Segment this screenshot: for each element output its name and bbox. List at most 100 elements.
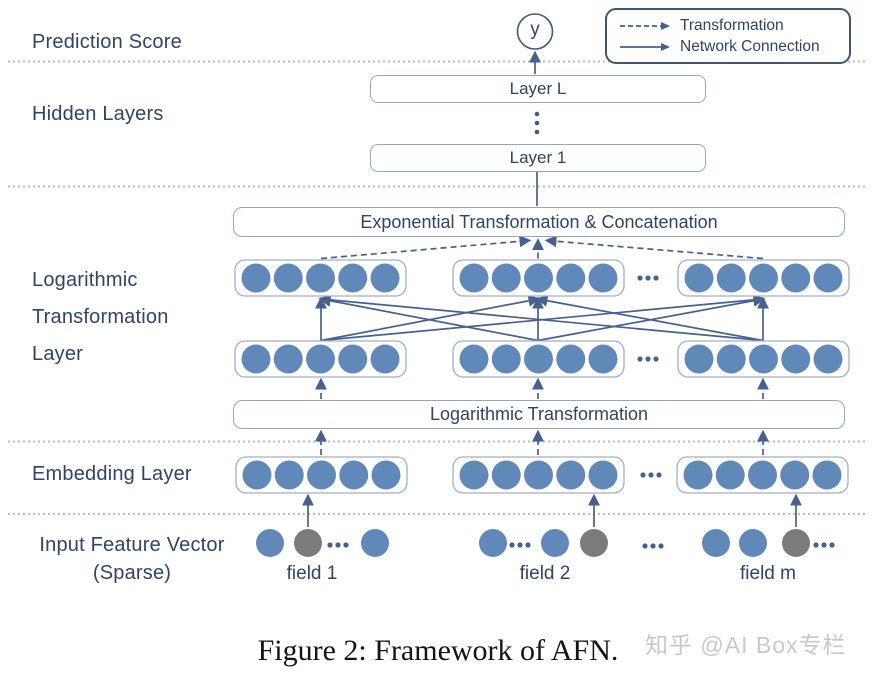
feature-node: [702, 529, 730, 557]
active-feature-node: [782, 529, 810, 557]
ellipsis-dot: [829, 542, 835, 548]
neuron: [524, 344, 553, 374]
neuron: [370, 263, 400, 293]
neuron: [339, 460, 369, 490]
neuron: [588, 344, 618, 374]
neuron: [491, 344, 521, 374]
label-input-line2: (Sparse): [92, 562, 172, 584]
neuron: [684, 263, 714, 293]
legend-label-network-connection: Network Connection: [680, 37, 820, 55]
ellipsis-dot: [525, 542, 531, 548]
ellipsis-dot: [653, 275, 659, 281]
legend-box: Transformation Network Connection: [605, 8, 851, 64]
layer-1-box: Layer 1: [370, 144, 706, 172]
neuron: [781, 263, 811, 293]
label-input-feature-vector: Input Feature Vector (Sparse): [26, 531, 238, 587]
ellipsis-dot: [335, 542, 341, 548]
active-feature-node: [294, 529, 322, 557]
transformation-arrows: [315, 235, 769, 455]
log-layer-output-row: [234, 259, 850, 297]
exponential-transformation-box: Exponential Transformation & Concatenati…: [233, 207, 845, 237]
ellipsis-dot: [509, 542, 515, 548]
label-log-layer-line3: Layer: [32, 343, 84, 365]
neuron: [715, 460, 745, 490]
feature-node: [479, 529, 507, 557]
neuron: [274, 460, 304, 490]
label-log-layer-line2: Transformation: [32, 306, 169, 328]
feature-node: [361, 529, 389, 557]
network-connection-arrows: [302, 50, 802, 527]
neuron: [306, 263, 335, 293]
field-m-label: field m: [740, 563, 796, 584]
field-2-label: field 2: [519, 563, 571, 584]
log-layer-input-row: [234, 340, 850, 378]
neuron: [749, 344, 778, 374]
ellipsis-dot: [813, 542, 819, 548]
neuron: [556, 460, 586, 490]
ellipsis-dot: [642, 543, 648, 549]
field-m-nodes: [702, 529, 835, 557]
feature-node: [541, 529, 569, 557]
neuron: [716, 344, 746, 374]
ellipsis-dot: [650, 543, 656, 549]
ellipsis-dot: [637, 356, 643, 362]
neuron: [242, 460, 272, 490]
neuron: [813, 344, 843, 374]
legend-item-network-connection: Network Connection: [619, 38, 849, 56]
ellipsis-dot: [517, 542, 523, 548]
field-1-nodes: [256, 529, 389, 557]
field-1-label: field 1: [286, 563, 338, 584]
ellipsis-dot: [653, 356, 659, 362]
legend-label-transformation: Transformation: [680, 16, 784, 34]
neuron-rows: [234, 259, 850, 557]
neuron: [556, 344, 586, 374]
neuron: [812, 460, 842, 490]
neuron: [556, 263, 586, 293]
neuron: [370, 344, 400, 374]
label-hidden-layers: Hidden Layers: [32, 103, 164, 125]
ellipsis-dot: [648, 472, 654, 478]
neuron: [307, 460, 336, 490]
neuron: [459, 263, 489, 293]
ellipsis-dot: [327, 542, 333, 548]
watermark: 知乎 @AI Box专栏: [645, 632, 847, 658]
neuron: [273, 263, 303, 293]
ellipsis-dot: [640, 472, 646, 478]
neuron: [588, 460, 618, 490]
ellipsis-dot: [637, 275, 643, 281]
neuron: [241, 263, 271, 293]
label-input-line1: Input Feature Vector: [39, 534, 225, 556]
layer-L-box: Layer L: [370, 75, 706, 103]
neuron: [780, 460, 810, 490]
neuron: [683, 460, 713, 490]
output-node-circle: [516, 13, 554, 50]
ellipsis-dot: [645, 275, 651, 281]
neuron: [491, 263, 521, 293]
neuron: [716, 263, 746, 293]
label-prediction-score: Prediction Score: [32, 31, 182, 53]
neuron: [338, 263, 368, 293]
field-2-nodes: [479, 529, 608, 557]
output-node-label: y: [530, 19, 540, 40]
solid-arrow-icon: [620, 42, 670, 51]
neuron: [588, 263, 618, 293]
dashed-arrow-icon: [620, 21, 670, 30]
label-embedding-layer: Embedding Layer: [32, 463, 192, 485]
ellipsis-dot: [645, 356, 651, 362]
figure-caption: Figure 2: Framework of AFN.: [257, 634, 619, 667]
legend-item-transformation: Transformation: [619, 17, 849, 35]
neuron: [684, 344, 714, 374]
neuron: [371, 460, 401, 490]
neuron: [273, 344, 303, 374]
neuron: [306, 344, 335, 374]
neuron: [459, 344, 489, 374]
hidden-layers-ellipsis-icon: [534, 111, 540, 135]
active-feature-node: [580, 529, 608, 557]
label-log-layer-line1: Logarithmic: [32, 269, 138, 291]
neuron: [781, 344, 811, 374]
neuron: [491, 460, 521, 490]
ellipsis-dot: [658, 543, 664, 549]
neuron: [241, 344, 271, 374]
